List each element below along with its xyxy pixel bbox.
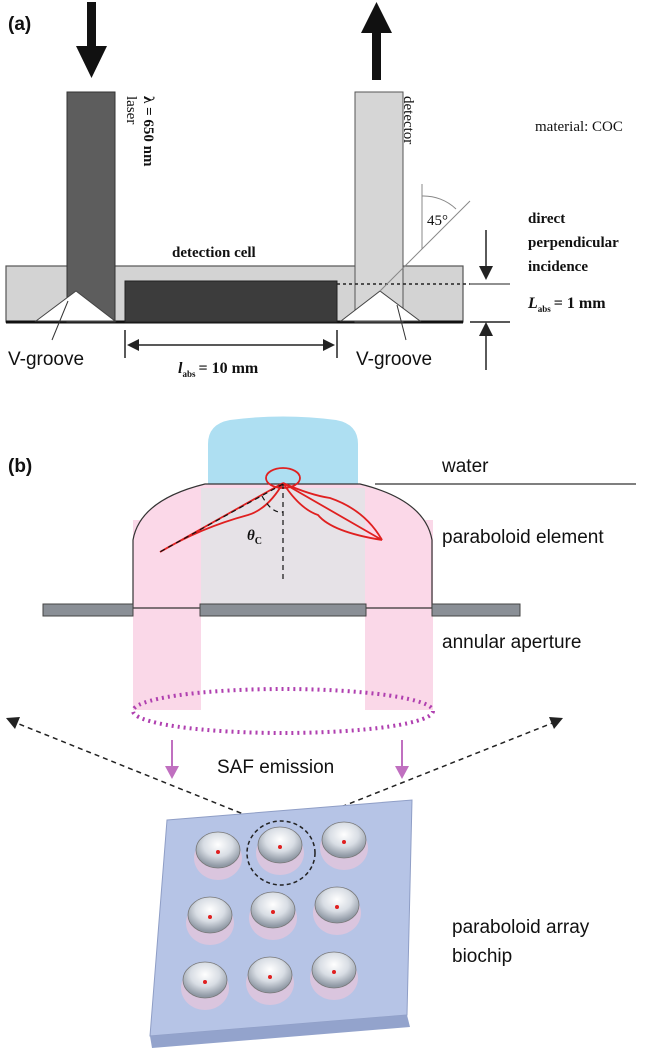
- biochip-label-2: biochip: [452, 946, 512, 967]
- detection-cell-label: detection cell: [172, 245, 256, 261]
- panel-b-label: (b): [8, 456, 32, 477]
- wavelength-label: λ = 650 nm: [140, 96, 156, 167]
- water-label: water: [441, 456, 489, 477]
- angle-lines: [157, 483, 284, 580]
- v-groove-right-label: V-groove: [356, 349, 432, 370]
- detection-cell: [124, 280, 338, 323]
- v-groove-left: [34, 290, 117, 322]
- detector-label: detector: [400, 96, 416, 144]
- detector-beam: [354, 91, 404, 323]
- emission-ring: [131, 687, 435, 735]
- v-groove-right: [339, 290, 422, 322]
- biochip: [149, 799, 413, 1048]
- saf-arrows: [165, 740, 409, 779]
- aperture-plate-center: [199, 603, 367, 617]
- zoom-circle: [246, 820, 316, 886]
- incidence-label-3: incidence: [528, 259, 588, 275]
- laser-arrow: [76, 2, 107, 78]
- material-label: material: COC: [535, 119, 623, 135]
- panel-b: (b) θC: [6, 416, 636, 1048]
- biochip-wells: [181, 821, 368, 1010]
- angle-label: 45°: [427, 213, 448, 229]
- emission-pattern: [159, 467, 383, 553]
- aperture-plate-right: [431, 603, 521, 617]
- biochip-label-1: paraboloid array: [452, 917, 590, 938]
- paraboloid-element-label: paraboloid element: [442, 527, 604, 548]
- panel-a: (a) 45°: [5, 2, 623, 379]
- annular-aperture-label: annular aperture: [442, 632, 581, 653]
- labs-arrow: [124, 330, 338, 358]
- panel-a-label: (a): [8, 14, 31, 35]
- l-abs-label: labs= 10 mm: [178, 360, 259, 379]
- laser-label: laser: [123, 96, 139, 124]
- aperture-plate-left: [42, 603, 134, 617]
- detector-arrow: [361, 2, 392, 80]
- saf-emission-label: SAF emission: [217, 757, 334, 778]
- incidence-label-2: perpendicular: [528, 235, 619, 251]
- theta-c-label: θC: [247, 528, 262, 547]
- laser-beam: [66, 91, 116, 323]
- water-droplet: [208, 416, 358, 484]
- v-groove-left-label: V-groove: [8, 349, 84, 370]
- thickness-arrows: [470, 230, 510, 370]
- angle-construction: [379, 184, 471, 292]
- L-abs-label: Labs= 1 mm: [527, 295, 606, 314]
- incidence-label-1: direct: [528, 211, 565, 227]
